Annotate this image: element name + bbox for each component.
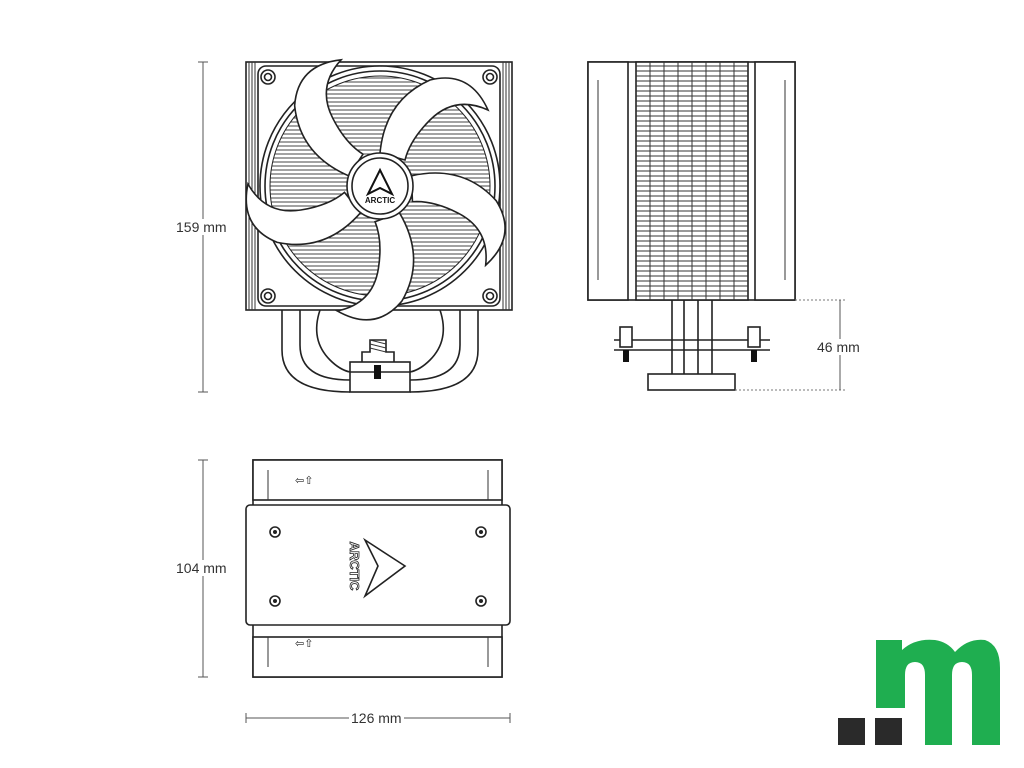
fan-blade [379,77,490,161]
corner-screws [260,69,498,304]
heatpipes-front [281,309,479,393]
front-view: ARCTIC [245,58,513,393]
fan-hub [346,152,414,220]
mount-screw [374,365,381,379]
fan-blade [335,211,415,321]
base-block-front [349,361,411,393]
plate-screws [269,526,487,607]
fan-blade [293,58,365,177]
fan-side-left [587,61,629,301]
heatpipes-side [671,300,713,374]
fan-top-lower [252,636,503,678]
watermark-logo [838,639,1000,745]
side-view [587,61,796,391]
fan-blade [245,181,362,246]
arctic-logo-icon [362,537,407,599]
fan-blades [245,58,506,321]
fan-top-upper [252,459,503,501]
top-logo-text: ARCTIC [347,541,362,591]
dimension-height-label: 159 mm [174,219,229,235]
fan-blade [410,172,506,268]
mount-nut-left [619,326,633,348]
dimension-width-label: 126 mm [349,710,404,726]
mount-bar [614,339,770,351]
arctic-logo-icon [365,167,395,197]
dimension-depth-label: 104 mm [174,560,229,576]
airflow-arrow-icon: ⇦⇧ [295,638,313,650]
fin-stack-lines [636,62,748,300]
dimension-base-label: 46 mm [815,339,862,355]
airflow-arrow-icon: ⇦⇧ [295,475,313,487]
mount-nut-right [747,326,761,348]
spring-screw [361,339,395,362]
hub-logo-text: ARCTIC [365,196,395,205]
top-view: ⇦⇧ ⇦⇧ ARCTIC [245,459,511,678]
base-block-side [647,373,736,391]
fan-side-right [754,61,796,301]
